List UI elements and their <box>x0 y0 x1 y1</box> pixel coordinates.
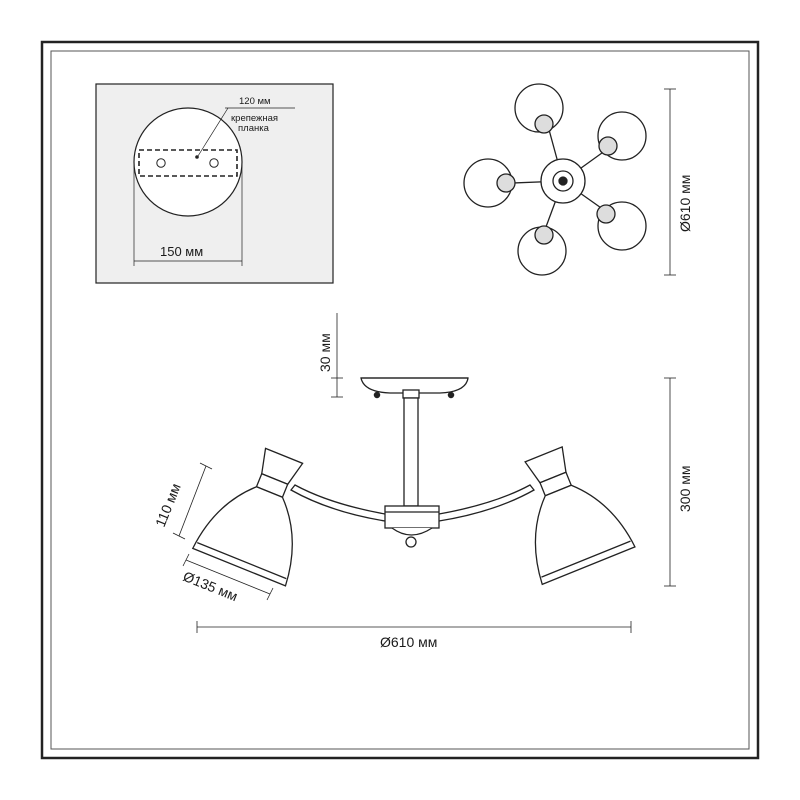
mount-plate <box>133 107 243 217</box>
top-width-label: 120 мм <box>239 96 271 107</box>
hub-finial <box>405 536 417 548</box>
top-view <box>463 83 647 276</box>
arm-right <box>438 484 535 522</box>
hub-bottom <box>391 527 433 536</box>
mounting-bar <box>138 149 238 177</box>
top-view-hub-center <box>558 176 568 186</box>
stem-collar <box>402 389 420 399</box>
top-view-dimension <box>664 88 676 276</box>
span-label: Ø610 мм <box>380 634 437 650</box>
canopy <box>360 377 469 394</box>
canopy-height-dimension <box>331 313 343 398</box>
top-view-diameter-label: Ø610 мм <box>677 175 693 232</box>
shade-right-side <box>524 445 636 586</box>
shade-diameter-label: Ø135 мм <box>181 568 240 604</box>
mount-hole-left <box>156 158 166 168</box>
base-width-label: 150 мм <box>160 244 203 259</box>
total-height-label: 300 мм <box>677 466 693 513</box>
mount-inset: 120 мм крепежная планка 150 мм <box>95 83 334 284</box>
shade-height-dimension <box>172 462 213 540</box>
canopy-height-label: 30 мм <box>317 333 333 372</box>
bar-label-line1: крепежная <box>231 113 278 124</box>
bar-leader-line <box>197 107 229 157</box>
top-view-shades <box>463 83 647 276</box>
stem <box>403 397 419 507</box>
span-dimension <box>196 621 632 633</box>
arm-left <box>290 484 386 522</box>
side-view <box>191 377 636 587</box>
mount-center-dot <box>195 155 199 159</box>
outer-frame <box>40 40 760 760</box>
shade-left-side <box>191 447 304 587</box>
hub <box>384 505 440 529</box>
shade-height-label: 110 мм <box>152 481 184 529</box>
mount-hole-right <box>209 158 219 168</box>
bar-label-line2: планка <box>238 123 270 134</box>
inner-frame <box>50 50 750 750</box>
shade-diameter-dimension <box>182 553 274 601</box>
total-height-dimension <box>664 377 676 587</box>
